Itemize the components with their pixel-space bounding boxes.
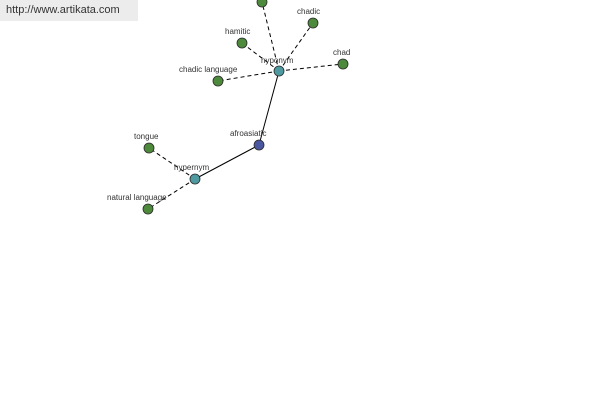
- edge-hyp2-tongue: [148, 147, 196, 180]
- graph-node-top[interactable]: [256, 0, 268, 8]
- node-label-chadic-language: chadic language: [179, 65, 238, 74]
- node-label-hamitic: hamitic: [225, 27, 250, 36]
- graph-node-hyp1[interactable]: [273, 65, 285, 77]
- node-label-tongue: tongue: [134, 132, 159, 141]
- edge-hyp1-hamitic: [241, 42, 280, 72]
- node-label-chad: chad: [333, 48, 350, 57]
- edge-hyp1-chad: [278, 63, 344, 72]
- node-label-natural-language: natural language: [107, 193, 167, 202]
- node-label-hyp2: hypernym: [174, 163, 209, 172]
- node-label-hyp1: hyponym: [261, 56, 294, 65]
- edge-afroasiatic-hyp2: [194, 144, 260, 180]
- node-label-chadic: chadic: [297, 7, 320, 16]
- graph-node-hyp2[interactable]: [189, 173, 201, 185]
- graph-node-hamitic[interactable]: [236, 37, 248, 49]
- graph-node-natural-language[interactable]: [142, 203, 154, 215]
- edge-hyp1-chadic_language: [217, 70, 280, 82]
- node-label-afroasiatic: afroasiatic: [230, 129, 266, 138]
- labels-layer: afroasiatic hyponym hypernym chadic hamitic c…: [107, 7, 350, 202]
- graph-node-chad[interactable]: [337, 58, 349, 70]
- edges-layer: [147, 1, 344, 210]
- edge-hyp1-top: [261, 1, 280, 72]
- edge-hyp1-chadic: [278, 22, 314, 72]
- edge-hyp2-natural_language: [147, 178, 196, 210]
- graph-node-tongue[interactable]: [143, 142, 155, 154]
- nodes-layer: [142, 0, 349, 215]
- edge-afroasiatic-hyp1: [258, 70, 280, 146]
- site-url-banner[interactable]: http://www.artikata.com: [0, 0, 138, 21]
- graph-node-chadic-language[interactable]: [212, 75, 224, 87]
- graph-node-afroasiatic[interactable]: [253, 139, 265, 151]
- graph-node-chadic[interactable]: [307, 17, 319, 29]
